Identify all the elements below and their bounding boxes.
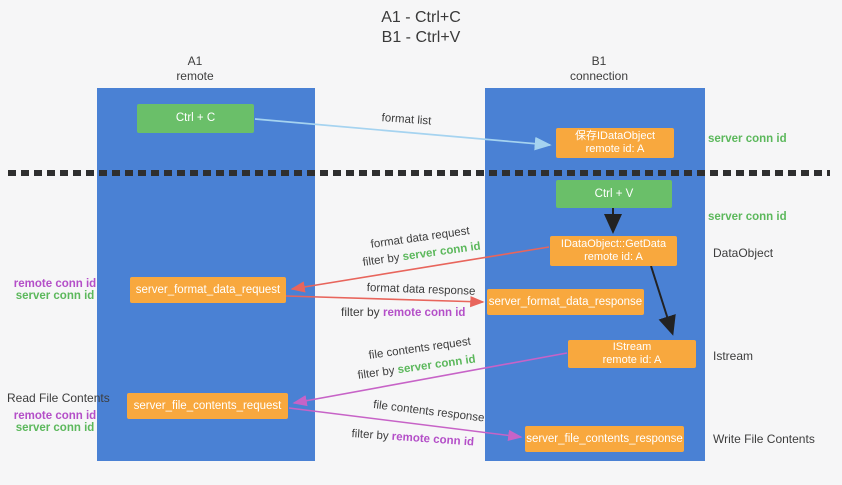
save-idataobject-box: 保存IDataObject remote id: A — [556, 128, 674, 158]
server-file-contents-response-box: server_file_contents_response — [525, 426, 684, 452]
istream-box: IStream remote id: A — [568, 340, 696, 368]
filter-by-2-id: remote conn id — [383, 307, 466, 319]
istream-side-label: Istream — [713, 349, 754, 363]
format-conn-id-labels: remote conn id server conn id — [10, 278, 100, 302]
istream-line1: IStream — [612, 341, 652, 353]
server-format-data-response-box: server_format_data_response — [487, 289, 644, 315]
read-file-contents-label: Read File Contents — [7, 391, 110, 405]
server-file-contents-request-label: server_file_contents_request — [133, 399, 282, 412]
save-idataobject-line2: remote id: A — [585, 143, 645, 155]
server-conn-id-label-mid: server conn id — [708, 211, 787, 223]
title-line-copy: A1 - Ctrl+C — [381, 9, 461, 26]
server-conn-id-label-top: server conn id — [708, 133, 787, 145]
filter-by-remote-conn-id-1: filter by remote conn id — [341, 305, 465, 319]
file-contents-response-arrow — [288, 407, 523, 441]
server-file-contents-request-box: server_file_contents_request — [127, 393, 288, 419]
save-idataobject-line1: 保存IDataObject — [574, 130, 656, 142]
istream-line2: remote id: A — [602, 354, 662, 366]
server-format-data-request-box: server_format_data_request — [130, 277, 286, 303]
file-contents-request-arrow — [292, 352, 568, 407]
title-line-paste: B1 - Ctrl+V — [381, 29, 461, 46]
ctrl-c-label: Ctrl + C — [175, 112, 216, 124]
idataobject-getdata-line2: remote id: A — [584, 251, 643, 263]
server-format-data-response-label: server_format_data_response — [488, 295, 643, 308]
ctrl-v-label: Ctrl + V — [594, 187, 634, 200]
lane-header-a1-remote: A1 remote — [86, 54, 304, 84]
format-remote-conn-id-label: remote conn id — [13, 278, 97, 290]
file-remote-conn-id-label: remote conn id — [13, 410, 97, 422]
filter-by-2-prefix: filter by — [341, 305, 384, 319]
format-list-arrow — [254, 118, 552, 151]
idataobject-getdata-box: IDataObject::GetData remote id: A — [550, 236, 677, 266]
format-data-response-arrow — [285, 295, 485, 308]
file-server-conn-id-label: server conn id — [15, 422, 95, 434]
diagram-title: A1 - Ctrl+C B1 - Ctrl+V — [0, 8, 842, 48]
lane-a1-id: A1 — [187, 54, 203, 68]
lane-header-b1-connection: B1 connection — [490, 54, 708, 84]
lane-a1-role: remote — [176, 69, 214, 83]
server-file-contents-response-label: server_file_contents_response — [526, 432, 683, 445]
lane-b1-id: B1 — [591, 54, 607, 68]
format-server-conn-id-label: server conn id — [15, 290, 95, 302]
file-conn-id-labels: remote conn id server conn id — [10, 410, 100, 434]
format-data-request-arrow — [290, 246, 550, 293]
ctrl-c-action-box: Ctrl + C — [137, 104, 254, 133]
lane-b1-role: connection — [569, 69, 629, 83]
idataobject-getdata-line1: IDataObject::GetData — [560, 238, 667, 250]
write-file-contents-label: Write File Contents — [713, 432, 815, 446]
server-format-data-request-label: server_format_data_request — [135, 283, 281, 296]
getdata-to-istream-arrow — [650, 265, 676, 336]
ctrl-v-action-box: Ctrl + V — [556, 180, 672, 208]
dataobject-label: DataObject — [713, 246, 774, 260]
